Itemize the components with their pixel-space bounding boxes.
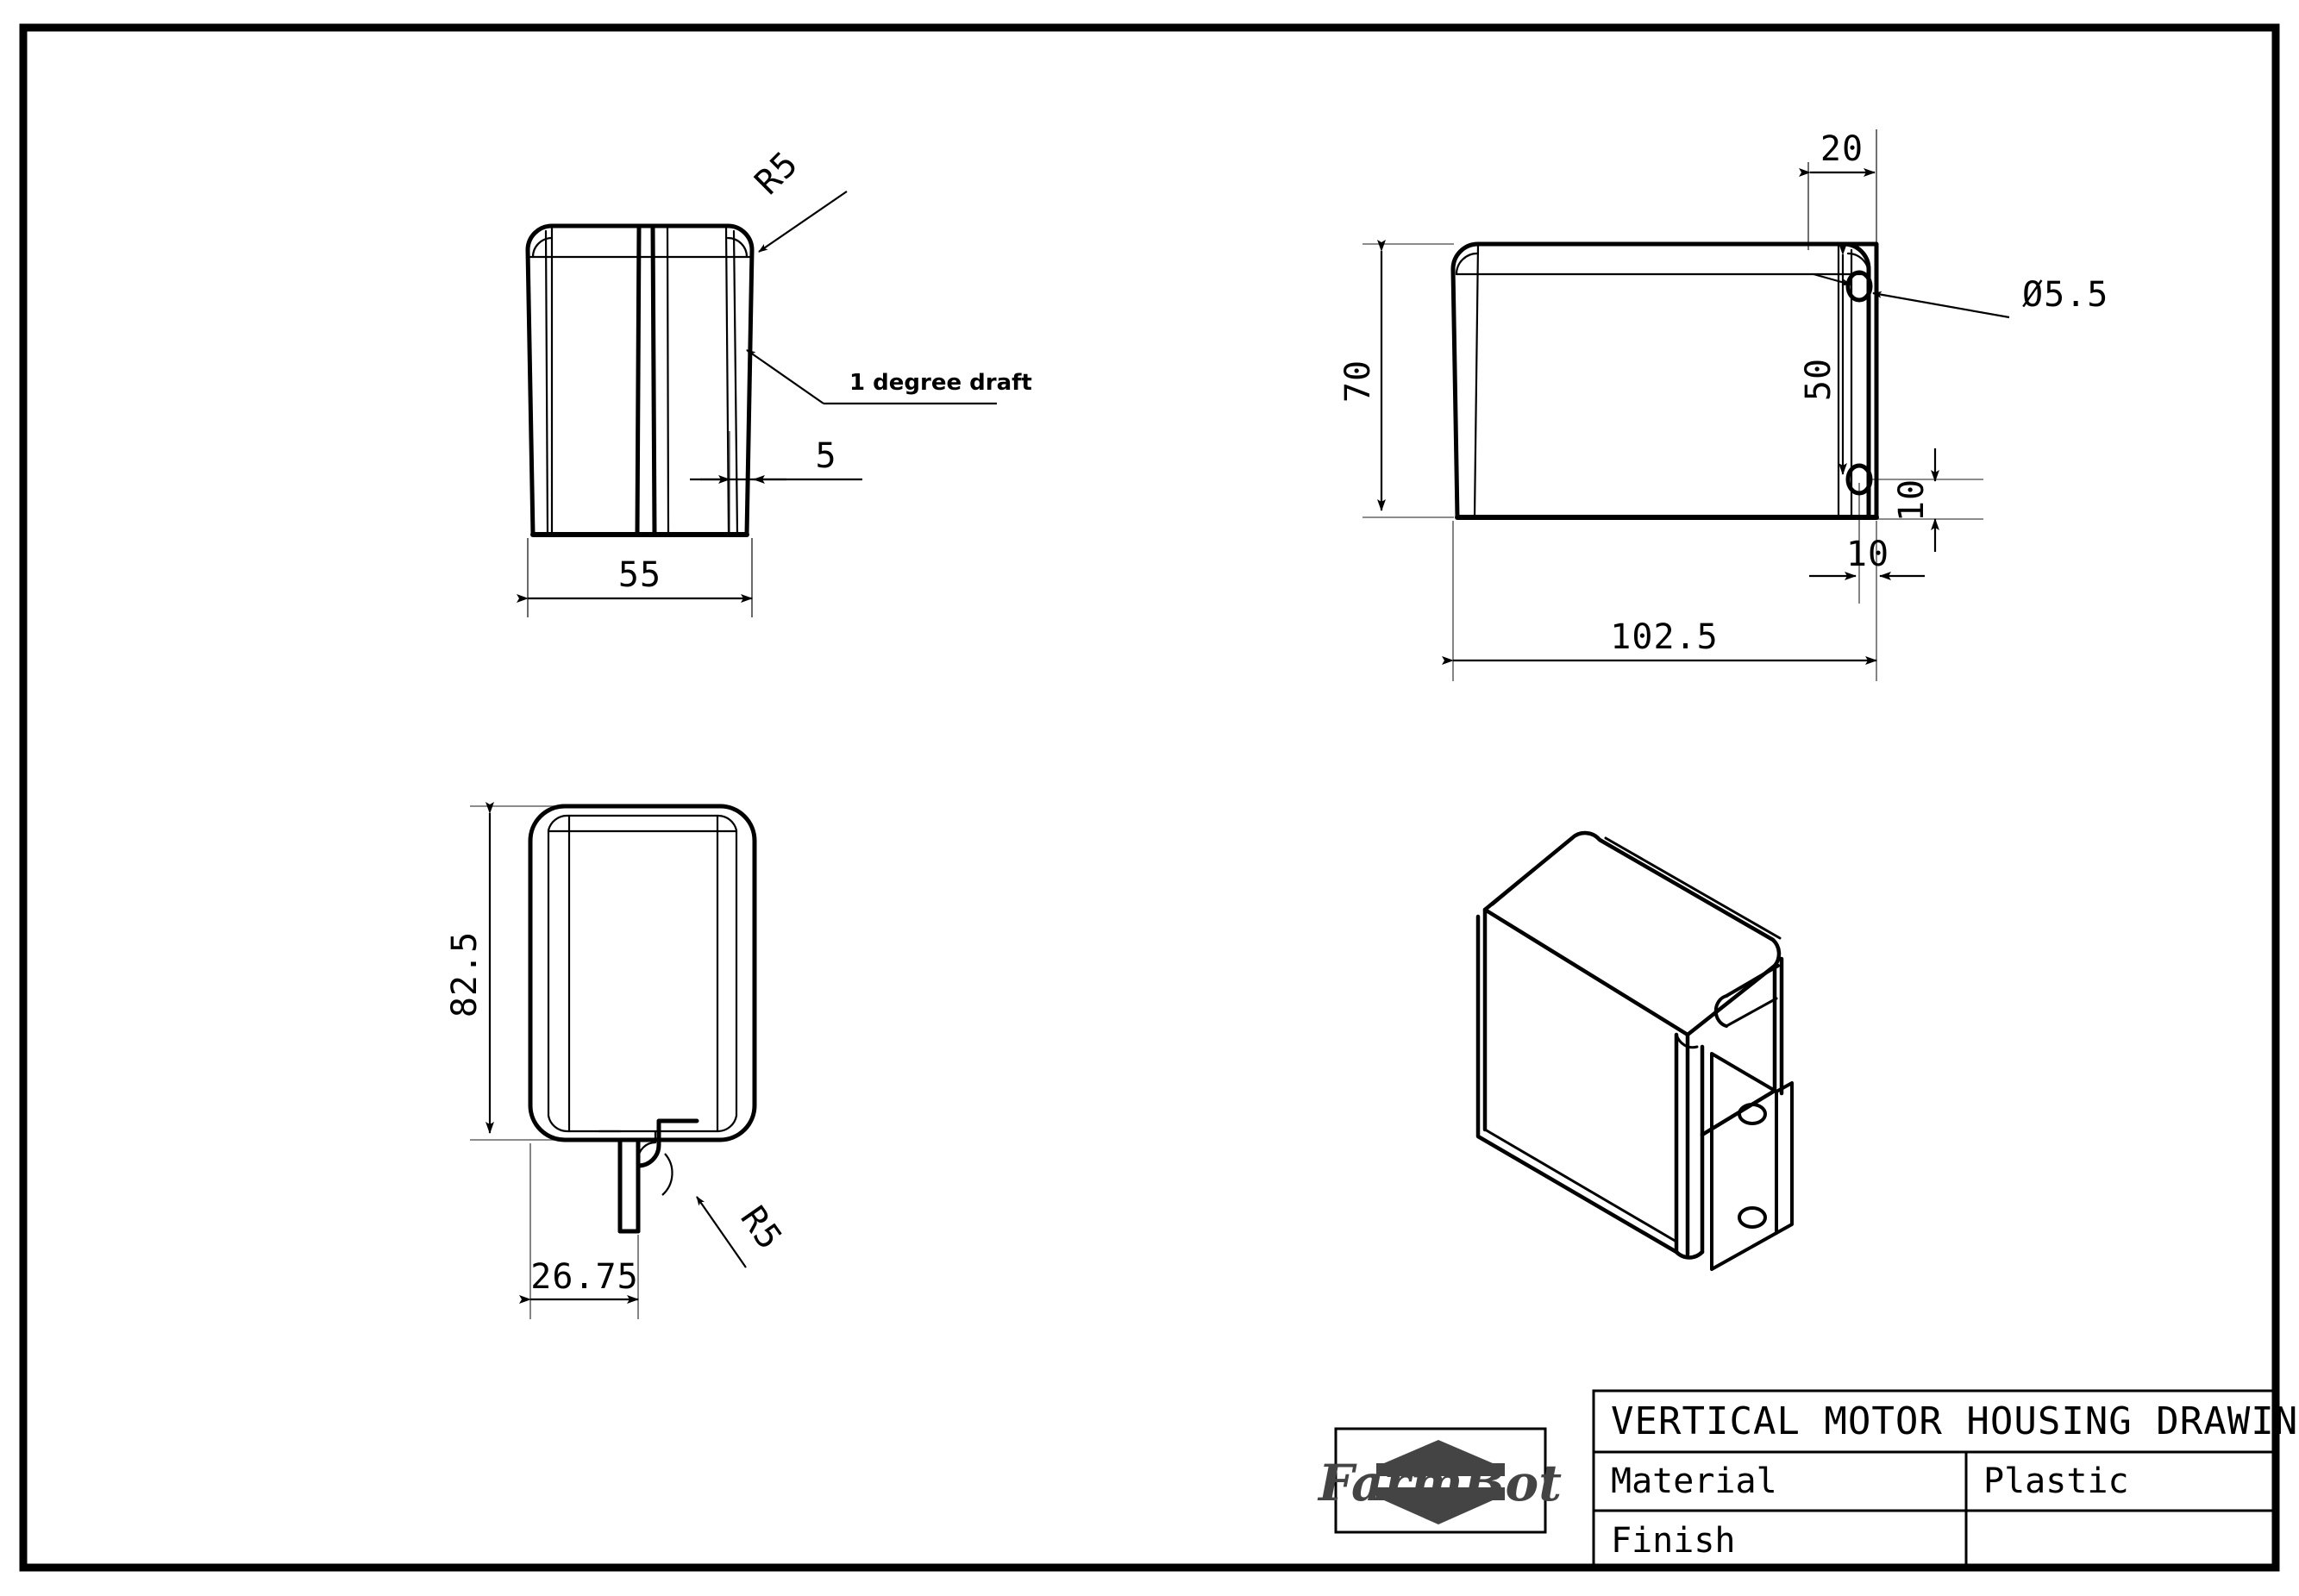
dim-tab-2675 — [519, 1143, 639, 1319]
dim-label-wall-5: 5 — [815, 436, 836, 476]
dim-flange-20 — [1799, 129, 1877, 250]
title-block-frame — [1334, 1389, 2277, 1569]
dim-edge-10-horizontal — [1809, 483, 1925, 604]
dim-edge-10-vertical — [1871, 448, 1983, 552]
dim-width-55 — [517, 538, 753, 617]
dim-label-edge-10-horizontal: 10 — [1846, 535, 1889, 574]
title-block-finish-label: Finish — [1611, 1521, 1736, 1561]
dim-label-tab-2675: 26.75 — [530, 1257, 638, 1297]
isometric-view-geometry — [1475, 830, 1794, 1271]
dim-label-width-55: 55 — [618, 555, 661, 595]
dim-label-flange-20: 20 — [1820, 129, 1864, 169]
dim-label-depth-825: 82.5 — [445, 931, 485, 1017]
dim-label-edge-10-vertical: 10 — [1892, 479, 1932, 522]
leader-r5-front — [758, 191, 848, 253]
dim-wall-5 — [690, 431, 862, 535]
leader-draft-note — [746, 349, 997, 405]
drawing-frame — [19, 23, 2280, 1572]
note-label-draft: 1 degree draft — [849, 370, 1032, 396]
dim-label-hole-diameter: Ø5.5 — [2022, 275, 2108, 315]
top-view-geometry — [528, 804, 757, 1234]
title-block-drawing-title: VERTICAL MOTOR HOUSING DRAWING — [1611, 1399, 2299, 1443]
front-view-geometry — [525, 223, 755, 537]
dim-label-length-1025: 102.5 — [1610, 617, 1718, 657]
title-block-material-value: Plastic — [1983, 1461, 2129, 1501]
dim-label-height-70: 70 — [1338, 360, 1378, 403]
dim-height-70 — [1362, 240, 1454, 518]
farmbot-logo-text: FarmBot — [1317, 1454, 1562, 1512]
dim-label-r5-front: R5 — [748, 144, 806, 203]
dim-length-1025 — [1442, 521, 1877, 681]
farmbot-logo-mark — [1376, 1440, 1505, 1524]
title-block-material-label: Material — [1611, 1461, 1777, 1501]
dim-label-r5-tab: R5 — [732, 1199, 789, 1257]
dim-label-hole-spacing-50: 50 — [1799, 358, 1839, 401]
leader-r5-tab — [661, 1153, 747, 1268]
dim-depth-825 — [470, 802, 604, 1141]
